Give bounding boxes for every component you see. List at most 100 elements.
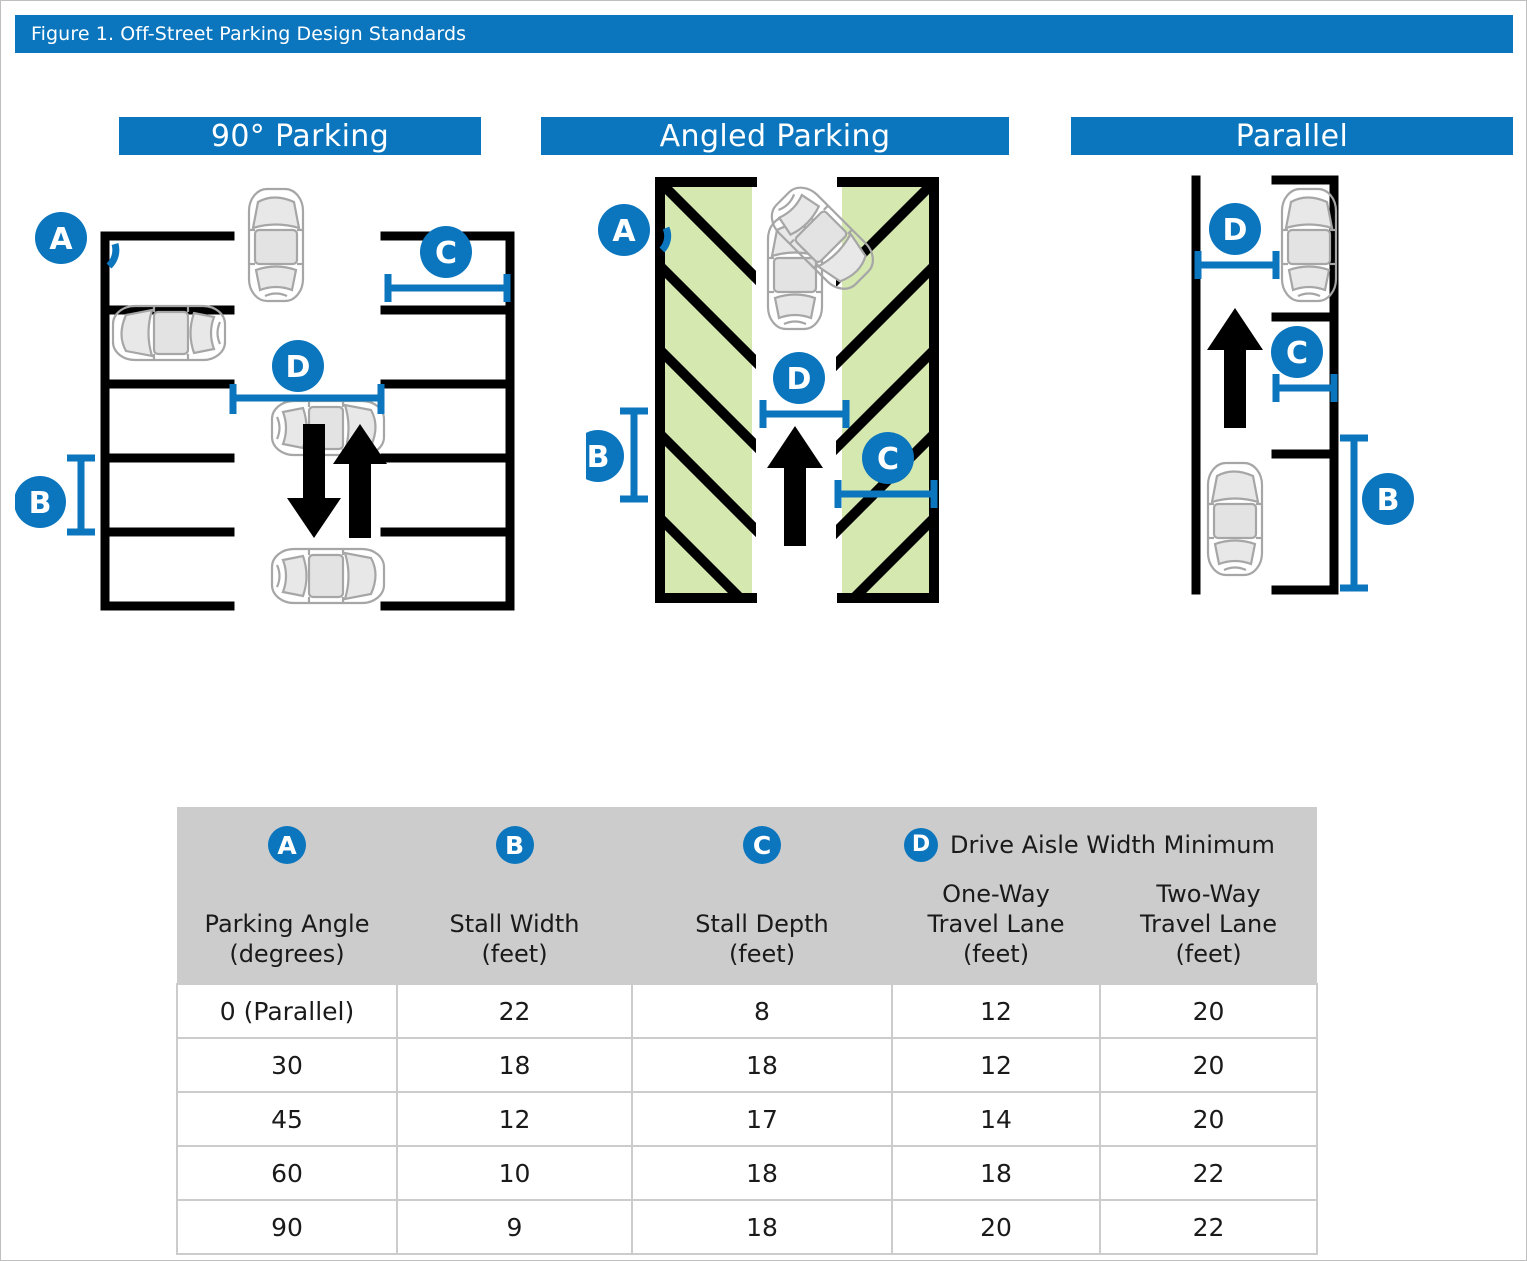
table-row: 45 12 17 14 20: [176, 1091, 1318, 1147]
table-row: 90 9 18 20 22: [176, 1199, 1318, 1255]
dimension-d-line-parallel: [1194, 251, 1280, 279]
col-title-one-way-l2: Travel Lane: [927, 910, 1065, 938]
cell-one-way: 14: [891, 1091, 1101, 1147]
dimension-b-line: [67, 454, 95, 536]
stall-bank-right-angled: [836, 177, 939, 603]
table-body: 0 (Parallel) 22 8 12 20 30 18 18 12 20 4…: [176, 983, 1318, 1255]
dimension-a-arc: [106, 243, 120, 269]
callout-c-letter-angled: C: [877, 442, 899, 477]
col-label-one-way: One-Way Travel Lane (feet): [892, 879, 1100, 969]
traffic-arrow-down: [287, 424, 341, 538]
section-header-90-parking: 90° Parking: [119, 117, 481, 155]
callout-b-letter-angled: B: [587, 440, 610, 475]
badge-row-c: C: [632, 821, 892, 869]
callout-b-letter: B: [29, 486, 52, 521]
figure-title-bar: Figure 1. Off-Street Parking Design Stan…: [15, 15, 1513, 53]
table-row: 0 (Parallel) 22 8 12 20: [176, 983, 1318, 1039]
cell-stall-depth: 8: [631, 983, 893, 1039]
car-center-aisle: [247, 187, 305, 303]
group-header-drive-aisle: D Drive Aisle Width Minimum: [892, 821, 1310, 869]
table-head: A Parking Angle (degrees) B: [177, 807, 1317, 984]
cell-two-way: 22: [1099, 1145, 1318, 1201]
col-label-stall-width: Stall Width (feet): [397, 909, 632, 969]
standards-table-wrap: A Parking Angle (degrees) B: [176, 807, 1318, 1255]
col-header-stall-depth: C Stall Depth (feet): [632, 807, 892, 984]
cell-stall-depth: 18: [631, 1145, 893, 1201]
svg-angled-parking: A B C: [586, 177, 939, 603]
callout-badge-d-angled: D: [773, 352, 825, 404]
col-header-parking-angle: A Parking Angle (degrees): [177, 807, 397, 984]
figure-title: Figure 1. Off-Street Parking Design Stan…: [31, 23, 467, 45]
car-parallel-upper: [1280, 187, 1338, 303]
callout-badge-c-parallel: C: [1271, 326, 1323, 378]
dimension-b-line-angled: [620, 407, 648, 503]
callout-badge-c: C: [420, 226, 472, 278]
dimension-d-line: [229, 384, 385, 414]
callout-badge-d-parallel: D: [1209, 203, 1261, 255]
cell-stall-width: 12: [396, 1091, 633, 1147]
callout-a-letter: A: [49, 222, 73, 257]
cell-angle: 90: [176, 1199, 398, 1255]
cell-stall-width: 18: [396, 1037, 633, 1093]
col-title-stall-width: Stall Width: [449, 910, 580, 938]
callout-badge-a-angled: A: [598, 204, 650, 256]
callout-d-letter-angled: D: [787, 362, 812, 397]
callout-badge-a: A: [35, 212, 87, 264]
callout-badge-d: D: [272, 340, 324, 392]
col-unit-one-way: (feet): [962, 940, 1030, 968]
badge-row-a: A: [177, 821, 397, 869]
stall-bank-left: [100, 231, 235, 611]
badge-row-b: B: [397, 821, 632, 869]
col-label-parking-angle: Parking Angle (degrees): [177, 909, 397, 969]
col-title-parking-angle: Parking Angle: [204, 910, 370, 938]
badge-a: A: [268, 826, 306, 864]
cell-stall-depth: 18: [631, 1199, 893, 1255]
col-unit-parking-angle: (degrees): [229, 940, 345, 968]
badge-d: D: [904, 828, 938, 862]
badge-b: B: [495, 826, 534, 864]
callout-badge-b-angled: B: [586, 430, 624, 482]
dimension-d-line-angled: [759, 400, 850, 428]
section-header-parallel-parking: Parallel: [1071, 117, 1513, 155]
col-header-two-way: Two-Way Travel Lane (feet): [1100, 807, 1317, 984]
svg-parallel-parking: D C B: [1191, 175, 1414, 595]
col-header-stall-width: B Stall Width (feet): [397, 807, 632, 984]
col-label-two-way: Two-Way Travel Lane (feet): [1100, 879, 1317, 969]
col-title-one-way-l1: One-Way: [942, 880, 1050, 908]
callout-d-letter-parallel: D: [1223, 213, 1248, 248]
col-unit-stall-width: (feet): [481, 940, 548, 968]
table-row: 60 10 18 18 22: [176, 1145, 1318, 1201]
col-title-two-way-l1: Two-Way: [1156, 880, 1261, 908]
callout-badge-c-angled: C: [862, 432, 914, 484]
callout-badge-b: B: [15, 476, 66, 528]
cell-one-way: 12: [891, 1037, 1101, 1093]
table-row: 30 18 18 12 20: [176, 1037, 1318, 1093]
cell-angle: 45: [176, 1091, 398, 1147]
cell-angle: 0 (Parallel): [176, 983, 398, 1039]
dimension-c-line: [384, 274, 511, 302]
car-parallel-lower: [1206, 461, 1264, 577]
cell-two-way: 20: [1099, 983, 1318, 1039]
cell-two-way: 22: [1099, 1199, 1318, 1255]
traffic-arrow-up: [333, 424, 387, 538]
cell-two-way: 20: [1099, 1037, 1318, 1093]
traffic-arrow-up-angled: [767, 426, 823, 546]
col-label-stall-depth: Stall Depth (feet): [632, 909, 892, 969]
section-label-90: 90° Parking: [210, 118, 390, 154]
svg-90-parking: A B C: [15, 187, 515, 611]
cell-stall-depth: 17: [631, 1091, 893, 1147]
diagram-angled-parking: A B C: [586, 166, 996, 626]
cell-one-way: 18: [891, 1145, 1101, 1201]
badge-c: C: [743, 826, 781, 864]
callout-badge-b-parallel: B: [1362, 473, 1414, 525]
cell-angle: 60: [176, 1145, 398, 1201]
stall-bank-left-angled: [655, 177, 757, 603]
car-right-stall-lower: [270, 547, 386, 605]
diagram-parallel-parking: D C B: [1156, 166, 1436, 626]
col-unit-two-way: (feet): [1175, 940, 1242, 968]
col-title-stall-depth: Stall Depth: [695, 910, 829, 938]
section-header-angled-parking: Angled Parking: [541, 117, 1009, 155]
diagram-90-parking: A B C: [15, 166, 545, 626]
callout-a-letter-angled: A: [612, 214, 636, 249]
